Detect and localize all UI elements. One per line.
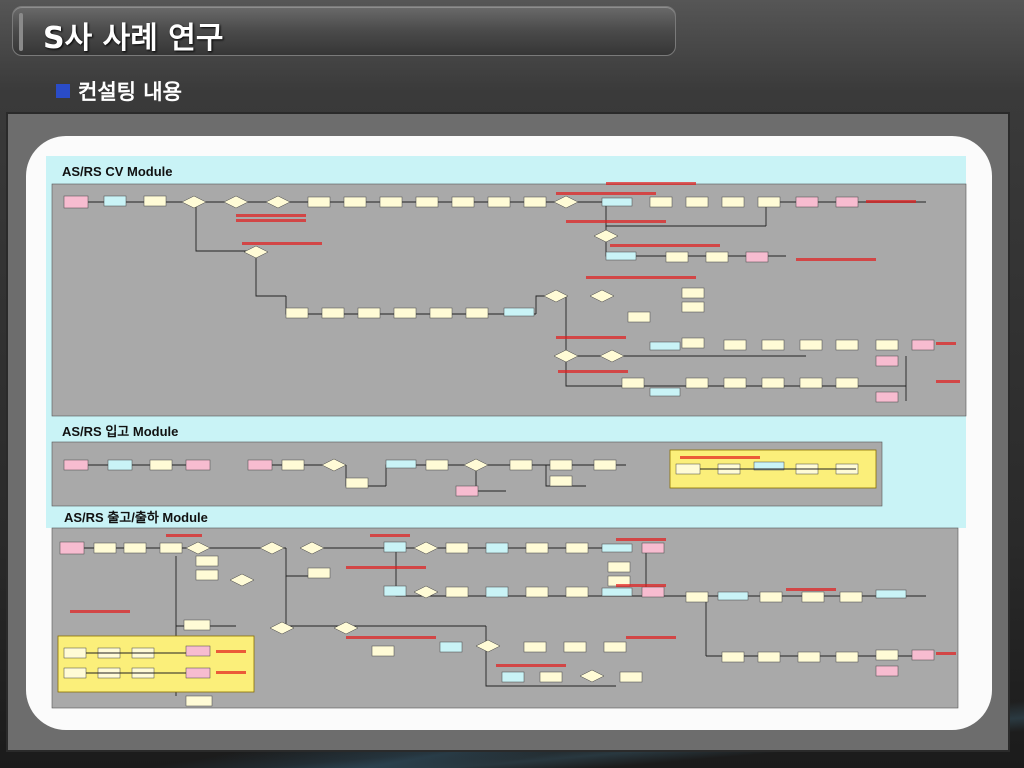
cv-process-node bbox=[721, 196, 745, 208]
slide-title: S사 사례 연구 bbox=[43, 21, 224, 56]
cv-decision-node bbox=[181, 195, 207, 209]
cv-process-node bbox=[451, 196, 475, 208]
cv-process-node bbox=[487, 196, 511, 208]
cv-end-node bbox=[795, 196, 819, 208]
cv-start-node bbox=[63, 195, 89, 209]
module-cv: AS/RS CV Module bbox=[46, 156, 967, 420]
module-cv-title: AS/RS CV Module bbox=[62, 164, 173, 179]
cv-process-node bbox=[465, 307, 489, 319]
cv-queue-node bbox=[605, 251, 637, 261]
cv-decision-node bbox=[265, 195, 291, 209]
module-outbound-highlight bbox=[57, 619, 255, 707]
title-bar-edge bbox=[19, 13, 23, 51]
module-outbound-nodes bbox=[59, 541, 935, 683]
cv-process-node bbox=[681, 337, 705, 349]
module-cv-header bbox=[46, 156, 966, 186]
module-inbound: AS/RS 입고 Module bbox=[46, 420, 966, 510]
cv-decision-node bbox=[599, 349, 625, 363]
cv-decision-node bbox=[243, 245, 269, 259]
cv-queue-node bbox=[649, 341, 681, 351]
cv-process-node bbox=[393, 307, 417, 319]
cv-decision-node bbox=[593, 229, 619, 243]
cv-process-node bbox=[685, 196, 709, 208]
cv-process-node bbox=[799, 339, 823, 351]
cv-end-node bbox=[875, 391, 899, 403]
cv-end-node bbox=[745, 251, 769, 263]
cv-process-node bbox=[681, 287, 705, 299]
cv-process-node bbox=[285, 307, 309, 319]
cv-process-node bbox=[665, 251, 689, 263]
module-cv-annotations bbox=[236, 182, 960, 383]
cv-process-node bbox=[757, 196, 781, 208]
cv-process-node bbox=[321, 307, 345, 319]
cv-process-node bbox=[379, 196, 403, 208]
cv-queue-node bbox=[649, 387, 681, 397]
cv-process-node bbox=[649, 196, 673, 208]
cv-process-node bbox=[723, 377, 747, 389]
cv-end-node bbox=[875, 355, 899, 367]
module-outbound-annotations bbox=[70, 534, 956, 667]
process-flow-diagram: AS/RS CV Module bbox=[46, 156, 967, 709]
module-cv-nodes bbox=[63, 195, 935, 403]
cv-process-node bbox=[621, 377, 645, 389]
cv-process-node bbox=[627, 311, 651, 323]
cv-process-node bbox=[761, 377, 785, 389]
cv-process-node bbox=[415, 196, 439, 208]
title-bar: S사 사례 연구 bbox=[12, 6, 676, 56]
cv-decision-node bbox=[543, 289, 569, 303]
cv-process-node bbox=[705, 251, 729, 263]
cv-process-node bbox=[523, 196, 547, 208]
cv-process-node bbox=[685, 377, 709, 389]
cv-process-node bbox=[761, 339, 785, 351]
cv-process-node bbox=[835, 377, 859, 389]
cv-process-node bbox=[343, 196, 367, 208]
module-inbound-header bbox=[46, 420, 966, 442]
cv-queue-node bbox=[503, 307, 535, 317]
cv-end-node bbox=[835, 196, 859, 208]
cv-decision-node bbox=[589, 289, 615, 303]
cv-process-node bbox=[799, 377, 823, 389]
cv-decision-node bbox=[553, 349, 579, 363]
cv-process-node bbox=[875, 339, 899, 351]
module-inbound-title: AS/RS 입고 Module bbox=[62, 424, 178, 439]
module-cv-body bbox=[51, 183, 967, 417]
subtitle-row: 컨설팅 내용 bbox=[56, 76, 182, 106]
cv-process-node bbox=[307, 196, 331, 208]
module-inbound-highlight bbox=[669, 449, 877, 489]
cv-process-node bbox=[723, 339, 747, 351]
bullet-square-icon bbox=[56, 84, 70, 98]
cv-process-node bbox=[429, 307, 453, 319]
cv-decision-node bbox=[553, 195, 579, 209]
slide-subtitle: 컨설팅 내용 bbox=[78, 80, 182, 104]
cv-process-node bbox=[835, 339, 859, 351]
cv-queue-node bbox=[601, 197, 633, 207]
cv-end-node bbox=[911, 339, 935, 351]
cv-process-node bbox=[357, 307, 381, 319]
module-outbound-title: AS/RS 출고/출하 Module bbox=[64, 510, 208, 525]
module-inbound-nodes bbox=[63, 458, 617, 497]
cv-decision-node bbox=[223, 195, 249, 209]
module-outbound: AS/RS 출고/출하 Module bbox=[46, 508, 966, 709]
cv-process-node bbox=[143, 195, 167, 207]
module-outbound-header bbox=[46, 508, 966, 528]
cv-process-node bbox=[681, 301, 705, 313]
cv-queue-node bbox=[103, 195, 127, 207]
